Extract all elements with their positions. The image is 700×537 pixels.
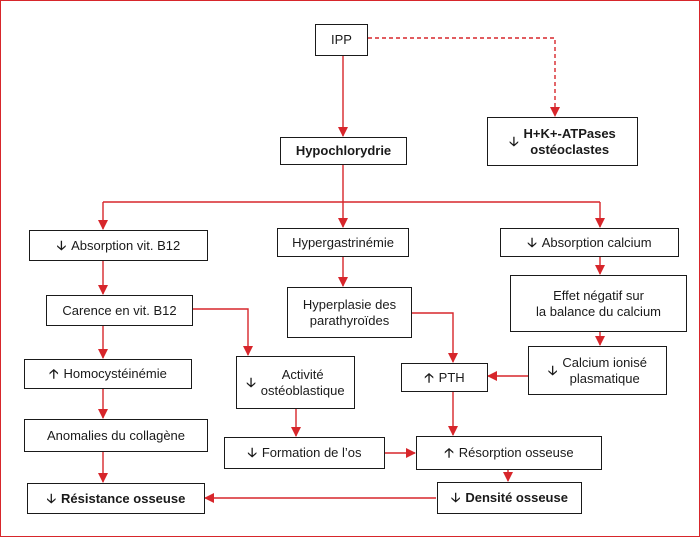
node-hypochlorydrie-label: Hypochlorydrie	[295, 143, 392, 158]
node-absorption-b12: 🡣 Absorption vit. B12	[29, 230, 208, 261]
down-arrow-icon: 🡣	[46, 490, 57, 506]
node-hypochlorydrie: Hypochlorydrie	[280, 137, 407, 165]
node-effet-negatif-label: Effet négatif sur la balance du calcium	[535, 287, 662, 319]
node-formation-os-label: Formation de l’os	[261, 445, 362, 460]
node-carence-b12: Carence en vit. B12	[46, 295, 193, 326]
down-arrow-icon: 🡣	[548, 362, 558, 378]
down-arrow-icon: 🡣	[246, 374, 256, 390]
node-hypergastrinemie-label: Hypergastrinémie	[292, 234, 394, 250]
node-anomalies-collagene: Anomalies du collagène	[24, 419, 208, 452]
node-densite-osseuse: 🡣 Densité osseuse	[437, 482, 582, 514]
node-homocysteinemie-label: Homocystéinémie	[63, 366, 167, 381]
node-formation-os: 🡣 Formation de l’os	[224, 437, 385, 469]
up-arrow-icon: 🡡	[424, 369, 434, 385]
node-anomalies-collagene-label: Anomalies du collagène	[46, 427, 186, 443]
down-arrow-icon: 🡣	[509, 133, 519, 149]
node-resistance-osseuse-label: Résistance osseuse	[61, 490, 186, 506]
down-arrow-icon: 🡣	[451, 490, 461, 505]
node-hyperplasie: Hyperplasie des parathyroïdes	[287, 287, 412, 338]
node-calcium-ionise-label: Calcium ionisé plasmatique	[562, 354, 647, 386]
node-absorption-b12-label: Absorption vit. B12	[71, 237, 181, 253]
node-hk-atpases-label: H+K+-ATPases ostéoclastes	[523, 125, 616, 157]
edge-ipp-atpases	[368, 37, 560, 117]
node-hk-atpases: 🡣 H+K+-ATPases ostéoclastes	[487, 117, 638, 166]
node-calcium-ionise: 🡣 Calcium ionisé plasmatique	[528, 346, 667, 395]
down-arrow-icon: 🡣	[527, 234, 537, 250]
node-densite-osseuse-label: Densité osseuse	[465, 490, 568, 505]
node-pth: 🡡 PTH	[401, 363, 488, 392]
node-resorption-osseuse: 🡡 Résorption osseuse	[416, 436, 602, 470]
up-arrow-icon: 🡡	[49, 366, 59, 381]
edge-carence-activite	[193, 308, 253, 356]
node-effet-negatif: Effet négatif sur la balance du calcium	[510, 275, 687, 332]
up-arrow-icon: 🡡	[444, 445, 454, 460]
node-ipp-label: IPP	[331, 32, 352, 47]
node-pth-label: PTH	[438, 369, 465, 385]
down-arrow-icon: 🡣	[247, 445, 257, 460]
node-carence-b12-label: Carence en vit. B12	[62, 302, 177, 318]
node-resistance-osseuse: 🡣 Résistance osseuse	[27, 483, 205, 514]
down-arrow-icon: 🡣	[56, 237, 67, 253]
node-absorption-calcium-label: Absorption calcium	[541, 234, 652, 250]
node-hyperplasie-label: Hyperplasie des parathyroïdes	[302, 296, 397, 328]
node-resorption-osseuse-label: Résorption osseuse	[458, 445, 574, 460]
node-activite-osteoblastique-label: Activité ostéoblastique	[260, 366, 345, 398]
edge-hyperplasie-pth	[412, 312, 458, 363]
node-ipp: IPP	[315, 24, 368, 56]
node-activite-osteoblastique: 🡣 Activité ostéoblastique	[236, 356, 355, 409]
edge-hypochlorydrie-split	[103, 165, 600, 203]
node-hypergastrinemie: Hypergastrinémie	[277, 228, 409, 257]
node-absorption-calcium: 🡣 Absorption calcium	[500, 228, 679, 257]
node-homocysteinemie: 🡡 Homocystéinémie	[24, 359, 192, 389]
